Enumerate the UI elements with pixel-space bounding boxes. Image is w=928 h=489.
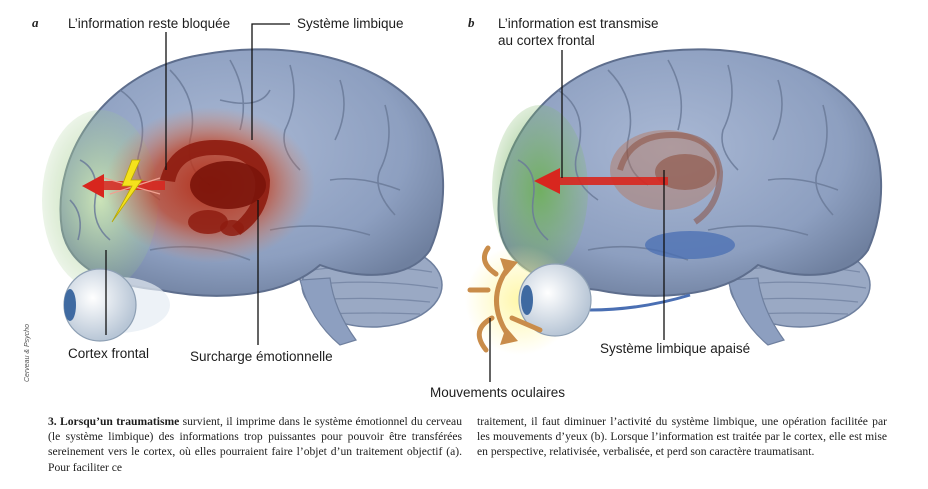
label-eye-movements: Mouvements oculaires	[430, 385, 566, 400]
panel-letter-a: a	[32, 15, 39, 30]
eye-movement-icon	[467, 245, 543, 353]
label-limbic-calm: Système limbique apaisé	[600, 341, 751, 356]
eye-a	[63, 268, 170, 342]
image-credit: Cerveau & Psycho	[24, 324, 31, 382]
label-info-blocked: L’information reste bloquée	[68, 16, 231, 31]
transmit-arrow	[534, 168, 668, 194]
caption-left: 3. Lorsqu’un traumatisme survient, il im…	[48, 414, 462, 475]
label-frontal-cortex: Cortex frontal	[68, 346, 150, 361]
brain-illustrations	[42, 23, 883, 382]
caption-left-text: survient, il imprime dans le système émo…	[48, 415, 462, 474]
brain-b	[465, 48, 883, 382]
lightning-icon	[111, 159, 143, 223]
brain-a	[42, 23, 445, 346]
label-emotional-overload: Surcharge émotionnelle	[190, 349, 333, 364]
label-limbic-system: Système limbique	[297, 16, 404, 31]
caption-right: traitement, il faut diminuer l’activité …	[477, 415, 887, 459]
caption-lead: 3. Lorsqu’un traumatisme	[48, 415, 180, 428]
label-info-transmitted-1: L’information est transmise	[498, 16, 659, 31]
panel-letter-b: b	[468, 15, 475, 30]
label-info-transmitted-2: au cortex frontal	[498, 33, 595, 48]
